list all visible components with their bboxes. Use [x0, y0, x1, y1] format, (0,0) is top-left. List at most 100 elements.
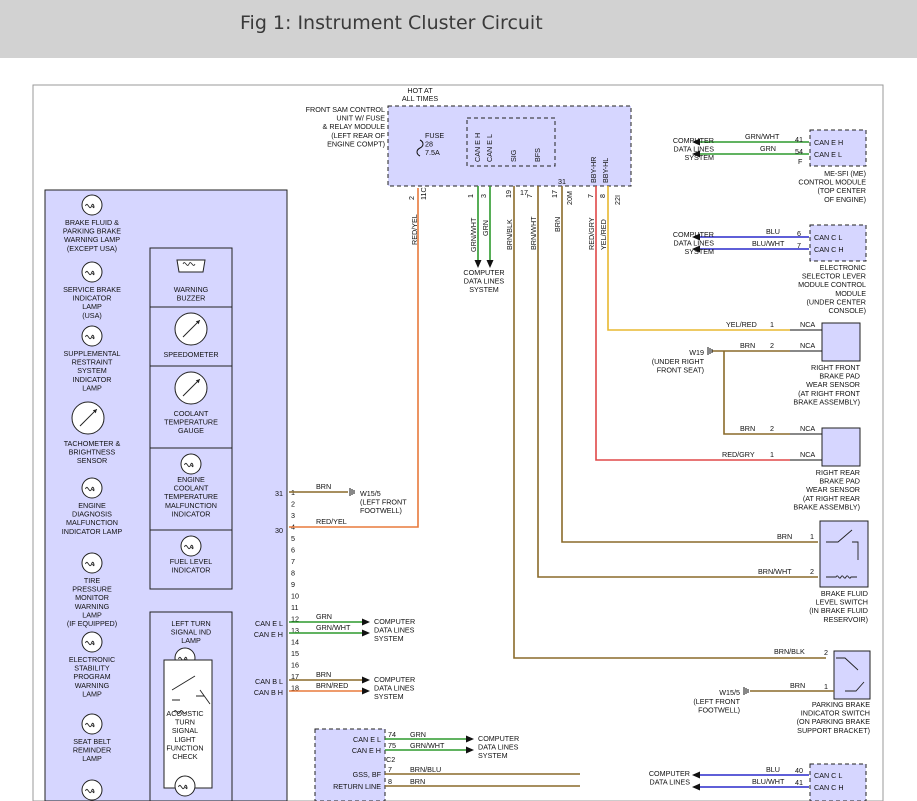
hot-label: ALL TIMES [402, 94, 439, 103]
cluster-pin-number: 15 [291, 649, 299, 658]
front-sam-pin-label: CAN E L [485, 134, 494, 162]
cluster-lamp-label: LAMP [82, 689, 102, 698]
gauge-icon [182, 319, 201, 338]
fuse-label: 7.5A [425, 148, 440, 157]
module-label: INDICATOR SWITCH [801, 709, 870, 718]
acoustic-check-label: FUNCTION [166, 743, 203, 752]
arrow-icon [474, 260, 482, 268]
cluster-ext-pin: 30 [275, 526, 283, 535]
front-sam-pin-label: SIG [509, 149, 518, 162]
front-sam-label: UNIT W/ FUSE [336, 114, 385, 123]
pin-number: 1 [810, 532, 814, 541]
pin-number: 2 [824, 648, 828, 657]
cluster-lamp-label: (USA) [82, 311, 102, 320]
turn-signal-label: SIGNAL IND [171, 628, 211, 637]
buzzer-icon [176, 259, 206, 273]
cdl-label: DATA LINES [650, 778, 691, 787]
gauge-label: COOLANT [174, 484, 209, 493]
ground-label: W15/5 [719, 688, 740, 697]
ground-label: FOOTWELL) [698, 706, 740, 715]
pin-number: 22I [613, 195, 622, 205]
cdl-label: DATA LINES [464, 277, 505, 286]
module-pin-label: CAN E L [814, 150, 842, 159]
wire-label: GRN/WHT [316, 623, 351, 632]
front-sam-label: & RELAY MODULE [323, 122, 386, 131]
lamp-icon [85, 334, 95, 340]
module-label: ELECTRONIC [820, 263, 866, 272]
module-label: CONSOLE) [828, 306, 866, 315]
wire-pin4 [289, 188, 419, 528]
wire-label: YEL/RED [599, 219, 608, 250]
gauge-label: TEMPERATURE [164, 418, 218, 427]
cdl-label: COMPUTER [673, 136, 714, 145]
front-sam-inner-box [466, 117, 556, 167]
turn-signal-label: LAMP [181, 636, 201, 645]
cluster-lamp-label: WARNING [75, 602, 110, 611]
front-pad-sensor-box [821, 322, 861, 362]
pin-number: 7 [388, 765, 392, 774]
cluster-lamp-label: SENSOR [77, 456, 107, 465]
cluster-lamp-label: LAMP [82, 754, 102, 763]
switch-symbol [171, 675, 211, 714]
cdl-label: COMPUTER [673, 230, 714, 239]
pin-number: 1 [770, 450, 774, 459]
bottom-module-box [314, 728, 386, 801]
cdl-label: SYSTEM [374, 634, 404, 643]
cluster-pin-number: 14 [291, 638, 299, 647]
arrow-icon [362, 629, 370, 637]
cluster-lamp-label: PROGRAM [73, 672, 110, 681]
cluster-pin-number: 9 [291, 580, 295, 589]
pin-number: 41 [795, 778, 803, 787]
tachometer-icon [79, 408, 98, 427]
cluster-lamp-label: ELECTRONIC [69, 655, 115, 664]
module-label: (ON PARKING BRAKE [797, 717, 871, 726]
cdl-label: SYSTEM [684, 153, 714, 162]
acoustic-check-box [163, 659, 213, 789]
gauge-label: ENGINE [177, 475, 205, 484]
cluster-lamp-label: INDICATOR LAMP [62, 527, 123, 536]
cluster-side-label: CAN E H [254, 630, 283, 639]
wire-label: GRN/WHT [469, 217, 478, 252]
wire-label: BRN [410, 777, 425, 786]
module-label: (TOP CENTER [818, 186, 866, 195]
pin-number: 1 [466, 194, 475, 198]
module-pin-label: CAN C H [814, 245, 844, 254]
pin-number: 17 [520, 188, 528, 197]
cluster-lamp-label: BRIGHTNESS [69, 448, 116, 457]
pin-number: BBY-HR [589, 157, 598, 184]
arrow-icon [692, 771, 700, 779]
gauge-label: BUZZER [177, 294, 206, 303]
wire-label: BRN [740, 424, 755, 433]
cluster-lamp-label: STABILITY [74, 664, 110, 673]
wire-label: RED/GRY [722, 450, 755, 459]
cluster-lamp-label: INDICATOR [73, 375, 112, 384]
lamp-icon [85, 203, 95, 209]
tachometer-icon [92, 409, 97, 414]
module-label: (AT RIGHT REAR [803, 494, 860, 503]
module-label: BRAKE PAD [819, 372, 860, 381]
acoustic-check-label: SIGNAL [172, 726, 198, 735]
cluster-lamp-label: (EXCEPT USA) [67, 244, 117, 253]
wire-yel-red [607, 186, 790, 331]
pin-number: 20M [565, 191, 574, 205]
module-pin-label: CAN C L [814, 771, 842, 780]
pin-number: 17 [550, 190, 559, 198]
gauge-label: GAUGE [178, 426, 204, 435]
cdl-label: DATA LINES [374, 684, 415, 693]
module-label: RESERVOIR) [823, 615, 868, 624]
gauge-label: FUEL LEVEL [170, 557, 212, 566]
wire-label: BRN [777, 532, 792, 541]
cdl-label: SYSTEM [469, 285, 499, 294]
ground-label: (LEFT FRONT [360, 498, 407, 507]
lamp-icon [184, 544, 194, 550]
cdl-label: COMPUTER [374, 617, 415, 626]
wire-label: BLU/WHT [752, 777, 785, 786]
pin-number: BBY-HL [601, 158, 610, 183]
cluster-ext-pin: 31 [275, 489, 283, 498]
lamp-icon [178, 784, 188, 790]
pin-number: 2 [810, 567, 814, 576]
pin-number: 7 [586, 194, 595, 198]
gauge-label: COOLANT [174, 409, 209, 418]
wire-label: BRN/WHT [758, 567, 792, 576]
